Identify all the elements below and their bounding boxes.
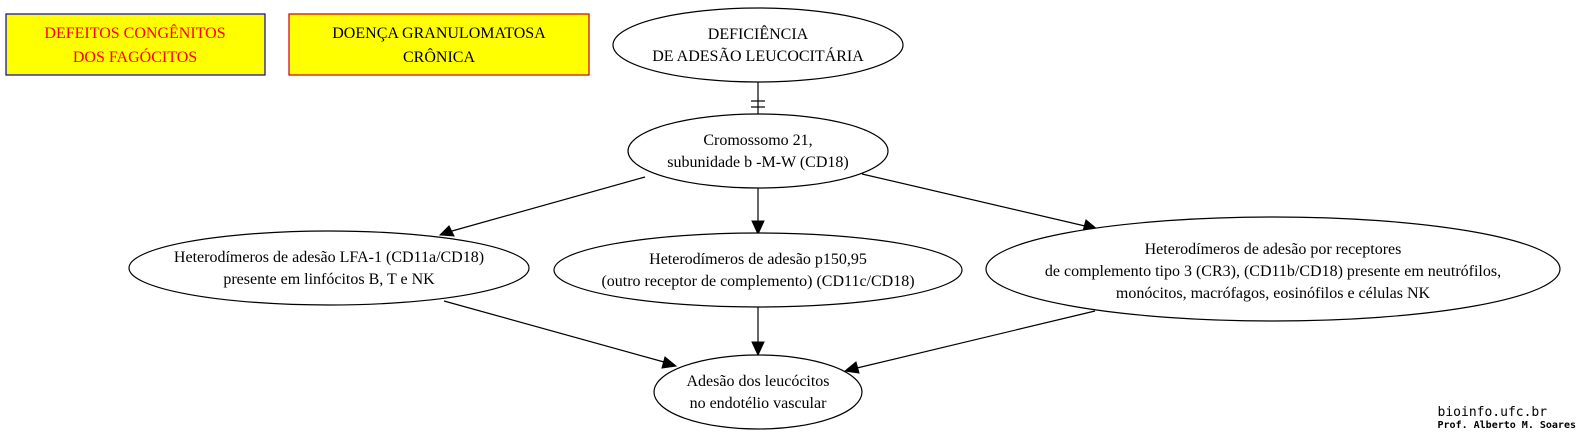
node-lfa1-line-2: presente em linfócitos B, T e NK [223,271,435,288]
node-p150-shape [553,232,963,308]
node-adhesion-shape [653,354,863,430]
node-cr3: Heterodímeros de adesão por receptores d… [985,216,1561,322]
credit-site: bioinfo.ufc.br [1437,405,1548,420]
legend-box-phagocyte-defects-line-2: DOS FAGÓCITOS [73,47,197,66]
edges [438,82,1099,374]
legend-box-cgd-line-1: DOENÇA GRANULOMATOSA [332,25,546,42]
edge-lfa1-to-adhesion [443,300,665,363]
node-chromosome-shape [627,113,889,189]
node-lfa1: Heterodímeros de adesão LFA-1 (CD11a/CD1… [128,230,530,306]
node-adhesion-line-1: Adesão dos leucócitos [686,373,829,390]
arrowhead-chromosome-to-lfa1 [438,225,455,237]
node-chromosome-line-1: Cromossomo 21, [703,132,812,149]
credit-author: Prof. Alberto M. Soares [1437,420,1576,431]
node-p150-line-1: Heterodímeros de adesão p150,95 [649,251,867,268]
node-adhesion: Adesão dos leucócitos no endotélio vascu… [653,354,863,430]
credits: bioinfo.ufc.br Prof. Alberto M. Soares [1437,405,1576,432]
node-p150: Heterodímeros de adesão p150,95 (outro r… [553,232,963,308]
node-lad-line-1: DEFICIÊNCIA [708,24,809,43]
edge-chromosome-to-lfa1 [451,176,646,232]
node-chromosome: Cromossomo 21, subunidade b -M-W (CD18) [627,113,889,189]
node-chromosome-line-2: subunidade b -M-W (CD18) [667,154,848,171]
legend-box-cgd: DOENÇA GRANULOMATOSA CRÔNICA [288,13,590,76]
legend-box-cgd-rect [288,13,590,76]
legend-box-phagocyte-defects-rect [5,13,266,76]
node-cr3-line-2: de complemento tipo 3 (CR3), (CD11b/CD18… [1045,263,1501,280]
edge-cr3-to-adhesion [856,310,1096,369]
node-lad: DEFICIÊNCIA DE ADESÃO LEUCOCITÁRIA [612,7,904,83]
node-lfa1-line-1: Heterodímeros de adesão LFA-1 (CD11a/CD1… [174,249,484,266]
node-lad-shape [612,7,904,83]
node-lfa1-shape [128,230,530,306]
node-cr3-line-3: monócitos, macrófagos, eosinófilos e cél… [1116,285,1431,302]
arrowhead-cr3-to-adhesion [843,361,860,374]
node-lad-line-2: DE ADESÃO LEUCOCITÁRIA [652,46,864,65]
node-p150-line-2: (outro receptor de complemento) (CD11c/C… [601,273,914,290]
node-adhesion-line-2: no endotélio vascular [690,395,828,412]
arrowhead-p150-to-adhesion [751,341,765,357]
arrowhead-chromosome-to-p150 [751,220,765,236]
legend-box-cgd-line-2: CRÔNICA [403,47,475,66]
arrowhead-lfa1-to-adhesion [661,356,678,369]
edge-chromosome-to-cr3 [861,173,1086,227]
node-cr3-shape [985,216,1561,322]
legend-box-phagocyte-defects: DEFEITOS CONGÊNITOS DOS FAGÓCITOS [5,13,266,76]
node-cr3-line-1: Heterodímeros de adesão por receptores [1145,241,1402,258]
legend-box-phagocyte-defects-line-1: DEFEITOS CONGÊNITOS [44,23,225,42]
